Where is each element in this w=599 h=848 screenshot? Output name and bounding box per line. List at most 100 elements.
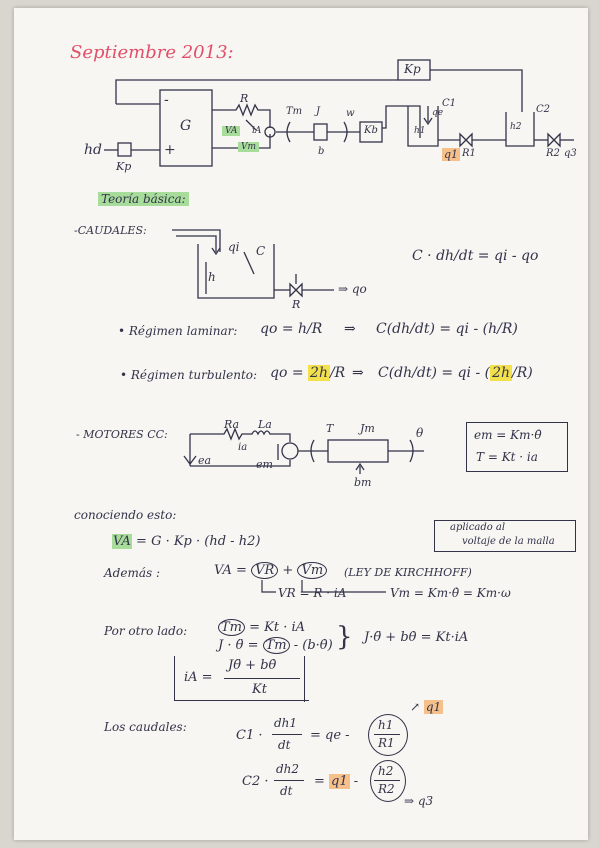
label-h2: h2 xyxy=(510,122,522,132)
vm-equation: Vm = Km·θ̇ = Km·ω xyxy=(390,586,511,600)
motor-equations-box xyxy=(466,422,568,472)
c2-label: C2 · xyxy=(242,774,269,789)
caudal-c: C xyxy=(256,244,266,258)
dh2: dh2 xyxy=(276,762,300,776)
label-minus: - xyxy=(164,92,169,108)
ia-numerator: Jθ̈ + bθ̇ xyxy=(228,658,277,673)
h2-r2-circle xyxy=(370,760,406,802)
label-kp-top: Kp xyxy=(404,62,421,76)
ia-result-box-right xyxy=(304,656,305,702)
caudal-r: R xyxy=(292,298,301,311)
los-caudales: Los caudales: xyxy=(104,720,187,734)
motor-ea: ea xyxy=(198,454,212,467)
c2-rhs: = q1 - xyxy=(314,774,359,789)
j-equation: J · θ̈ = Tm - (b·θ̇) xyxy=(218,637,333,654)
va-equation: VA = G · Kp · (hd - h2) xyxy=(112,534,261,549)
tm-equation: Tm = Kt · iA xyxy=(218,619,305,636)
motor-eq1: em = Km·θ̇ xyxy=(474,428,542,442)
motor-diagram xyxy=(183,427,424,474)
dt1: dt xyxy=(278,738,291,752)
caudal-qi: qi xyxy=(228,240,240,254)
page-title: Septiembre 2013: xyxy=(70,42,234,63)
section-motores: - MOTORES CC: xyxy=(76,428,168,441)
turbulent-eq2: C(dh/dt) = qi - (2h/R) xyxy=(378,365,533,381)
turbulent-eq1: qo = 2h/R xyxy=(270,365,346,381)
label-va: VA xyxy=(222,126,241,136)
brace: } xyxy=(336,622,353,652)
motor-t: T xyxy=(326,422,334,435)
label-r2: R2 xyxy=(546,148,560,159)
laminar-eq2: C(dh/dt) = qi - (h/R) xyxy=(376,321,518,337)
label-tm: Tm xyxy=(286,106,303,117)
motor-la: La xyxy=(258,418,272,431)
dh2-bar xyxy=(274,780,304,781)
motor-theta: θ xyxy=(416,426,424,440)
aplicado-note-1: aplicado al xyxy=(450,522,506,533)
label-b: b xyxy=(318,146,325,157)
h2: h2 xyxy=(378,764,394,778)
laminar-label: • Régimen laminar: xyxy=(118,324,238,338)
aplicado-note-2: voltaje de la malla xyxy=(462,536,555,547)
caudal-main-equation: C · dh/dt = qi - qo xyxy=(412,248,539,264)
label-plus: + xyxy=(164,142,176,158)
dh1: dh1 xyxy=(274,716,298,730)
motor-ra: Ra xyxy=(224,418,240,431)
laminar-eq1: qo = h/R xyxy=(260,321,323,337)
q1-badge: ↗ q1 xyxy=(410,700,444,714)
brace-result: J·θ̈ + bθ̇ = Kt·iA xyxy=(364,630,469,645)
label-hd: hd xyxy=(84,142,102,158)
por-otro-lado: Por otro lado: xyxy=(104,624,188,638)
label-w: w xyxy=(346,108,355,119)
motor-bm: bm xyxy=(354,476,372,489)
label-kb: Kb xyxy=(364,125,378,136)
ia-lhs: iA = xyxy=(184,670,213,685)
motor-em: em xyxy=(256,458,273,471)
label-q3: q3 xyxy=(564,148,577,159)
label-ia: iA xyxy=(252,126,262,136)
label-vm: Vm xyxy=(238,142,260,152)
h1-bar xyxy=(374,734,400,735)
ademas-label: Además : xyxy=(104,566,160,580)
label-r1: R1 xyxy=(462,148,476,159)
r1: R1 xyxy=(378,736,395,750)
motor-jm: Jm xyxy=(360,422,375,435)
dh1-bar xyxy=(272,734,302,735)
ademas-arrows xyxy=(261,580,386,593)
ia-denominator: Kt xyxy=(252,682,267,697)
ia-result-box xyxy=(174,656,309,701)
turbulent-label: • Régimen turbulento: xyxy=(120,368,258,382)
label-qe: qe xyxy=(432,108,444,118)
label-c2: C2 xyxy=(536,104,551,115)
c1-rhs: = qe - xyxy=(310,728,350,743)
label-q1: q1 xyxy=(442,148,461,161)
label-kp-bottom: Kp xyxy=(116,160,132,173)
dt2: dt xyxy=(280,784,293,798)
q3-arrow: ⇒ q3 xyxy=(404,794,434,808)
kirchhoff-label: (LEY DE KIRCHHOFF) xyxy=(344,566,472,579)
label-g: G xyxy=(180,118,192,134)
label-r: R xyxy=(240,92,249,105)
va-sum: VA = VR + Vm xyxy=(214,562,328,579)
section-teoria: Teoría básica: xyxy=(98,192,189,206)
r2: R2 xyxy=(378,782,395,796)
caudal-qo: ⇒ qo xyxy=(338,282,367,296)
h2-bar xyxy=(374,780,400,781)
label-j: J xyxy=(316,106,321,117)
c1-label: C1 · xyxy=(236,728,263,743)
diagram-lines xyxy=(104,59,574,167)
turbulent-arrow: ⇒ xyxy=(352,365,364,381)
laminar-arrow: ⇒ xyxy=(344,321,356,337)
motor-ia: ia xyxy=(238,442,248,453)
vr-equation: VR = R · iA xyxy=(278,586,347,600)
section-caudales: -CAUDALES: xyxy=(74,224,147,237)
label-h1: h1 xyxy=(414,126,426,136)
caudal-h: h xyxy=(208,270,216,284)
h1: h1 xyxy=(378,718,394,732)
notebook-page: Septiembre 2013: xyxy=(14,8,588,840)
aplicado-note-box xyxy=(434,520,576,552)
label-c1: C1 xyxy=(442,98,457,109)
motor-eq2: T = Kt · ia xyxy=(476,450,538,464)
conociendo-text: conociendo esto: xyxy=(74,508,177,522)
tank-diagram xyxy=(172,229,334,299)
ia-fraction-bar xyxy=(224,678,300,679)
